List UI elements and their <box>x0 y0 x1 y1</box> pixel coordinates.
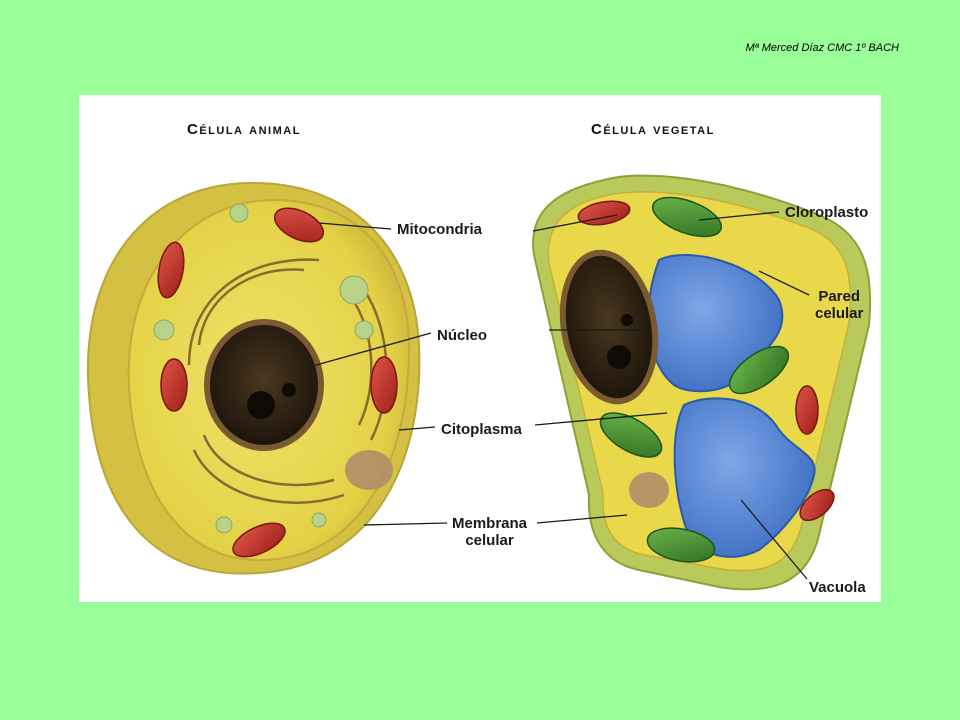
label-membrana-line1: Membrana <box>452 515 528 532</box>
animal-cell <box>86 181 421 575</box>
cell-diagram-panel: Célula animal Célula vegetal Mitocondria… <box>79 95 881 602</box>
leader-lines <box>308 211 810 580</box>
plant-cell <box>532 174 872 591</box>
title-animal-cell: Célula animal <box>187 121 301 138</box>
label-mitocondria: Mitocondria <box>397 221 482 238</box>
label-pared-line1: Pared <box>818 288 861 305</box>
label-nucleo: Núcleo <box>437 327 488 344</box>
label-membrana-line2: celular <box>465 532 514 549</box>
label-membrana-celular: Membrana celular <box>452 515 527 549</box>
cell-diagram-graphic <box>86 174 872 591</box>
credit-text: Mª Merced Díaz CMC 1º BACH <box>745 42 899 54</box>
label-citoplasma: Citoplasma <box>441 421 522 438</box>
label-pared-celular: Pared celular <box>815 288 863 322</box>
label-pared-line2: celular <box>815 305 864 322</box>
title-plant-cell: Célula vegetal <box>591 121 715 138</box>
label-vacuola: Vacuola <box>809 579 866 596</box>
label-cloroplasto: Cloroplasto <box>785 204 869 221</box>
